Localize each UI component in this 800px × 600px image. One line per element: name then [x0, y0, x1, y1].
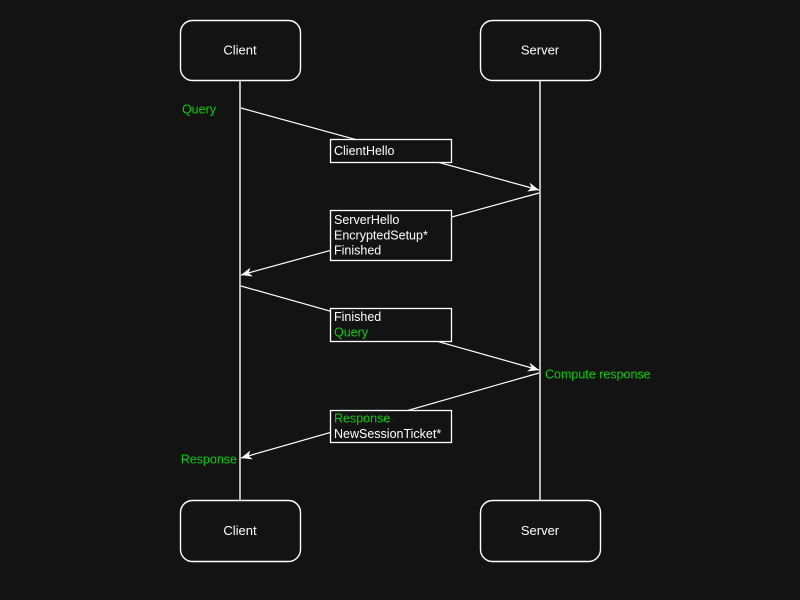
- actor-server-bottom[interactable]: Server: [479, 499, 602, 563]
- note-client-hello[interactable]: ClientHello: [329, 138, 453, 164]
- actor-box-client-top: [179, 19, 302, 82]
- note-line-server-hello-0: ServerHello: [334, 213, 399, 227]
- note-box-server-hello: [329, 209, 453, 262]
- side-label-query-in: Query: [182, 102, 217, 116]
- arrow-head-finished-query: [527, 362, 539, 372]
- arrow-head-response-ticket: [241, 450, 253, 460]
- actor-box-client-bottom: [179, 499, 302, 563]
- note-line-response-ticket-0: Response: [334, 412, 390, 426]
- actor-label-server-bottom: Server: [521, 523, 560, 538]
- note-line-server-hello-2: Finished: [334, 244, 381, 258]
- note-line-finished-query-0: Finished: [334, 310, 381, 324]
- side-label-compute-response: Compute response: [545, 367, 651, 381]
- note-box-response-ticket: [329, 409, 453, 444]
- actor-box-server-bottom: [479, 499, 602, 563]
- note-box-finished-query: [329, 307, 453, 343]
- actor-label-client-top: Client: [223, 42, 257, 57]
- note-line-server-hello-1: EncryptedSetup*: [334, 228, 428, 242]
- actor-label-server-top: Server: [521, 42, 560, 57]
- note-line-client-hello-0: ClientHello: [334, 144, 394, 158]
- actor-client-top[interactable]: Client: [179, 19, 302, 82]
- note-line-response-ticket-1: NewSessionTicket*: [334, 427, 441, 441]
- note-line-finished-query-1: Query: [334, 325, 369, 339]
- actor-client-bottom[interactable]: Client: [179, 499, 302, 563]
- note-box-client-hello: [329, 138, 453, 164]
- actor-server-top[interactable]: Server: [479, 19, 602, 82]
- actor-label-client-bottom: Client: [223, 523, 257, 538]
- arrow-head-client-hello: [527, 182, 539, 192]
- side-label-response-out: Response: [181, 452, 237, 466]
- arrow-head-server-hello: [241, 267, 253, 277]
- actor-box-server-top: [479, 19, 602, 82]
